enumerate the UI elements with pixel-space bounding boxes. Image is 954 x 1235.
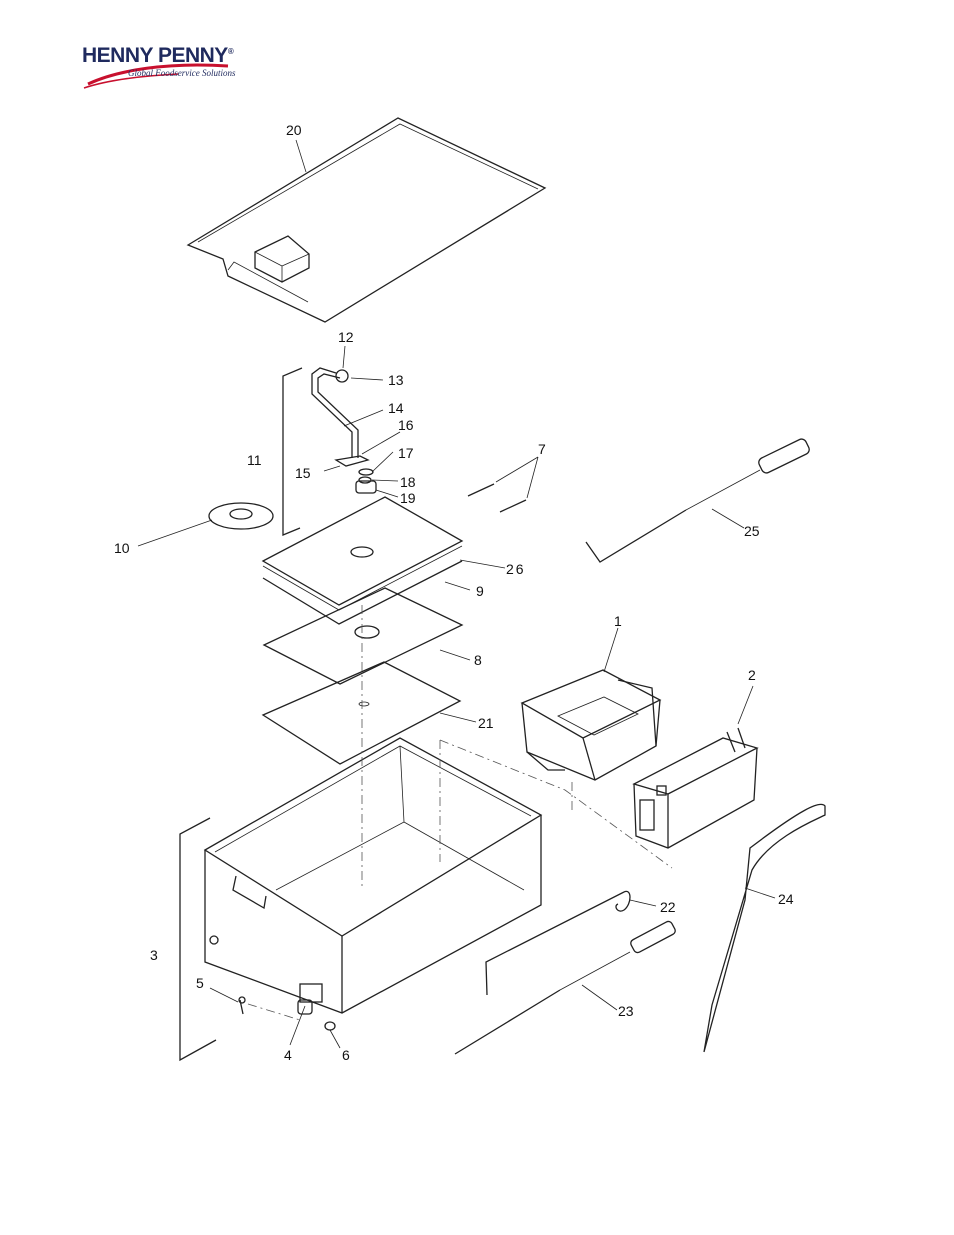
- part-14-tube-assembly: [312, 368, 376, 493]
- part-10-ring: [209, 503, 273, 529]
- callout-13: 13: [388, 372, 404, 388]
- part-3-filter-pan: [205, 738, 541, 1013]
- callout-10: 10: [114, 540, 130, 556]
- assembly-guide-lines: [248, 605, 672, 1020]
- part-2-crumb-catcher: [634, 728, 757, 848]
- part-23-brush: [455, 920, 677, 1054]
- callout-24: 24: [778, 891, 794, 907]
- callout-23: 23: [618, 1003, 634, 1019]
- callout-16: 16: [398, 417, 414, 433]
- callout-22: 22: [660, 899, 676, 915]
- part-26-9-plates: [263, 497, 462, 624]
- callout-18: 18: [400, 474, 416, 490]
- callout-5: 5: [196, 975, 204, 991]
- callout-7: 7: [538, 441, 546, 457]
- callout-12: 12: [338, 329, 354, 345]
- part-24-scraper: [704, 804, 825, 1052]
- callout-3: 3: [150, 947, 158, 963]
- part-21-filter-paper: [263, 662, 460, 764]
- callout-15: 15: [295, 465, 311, 481]
- part-22-hook-rod: [486, 891, 630, 995]
- callout-26: 26: [506, 561, 526, 577]
- callout-11: 11: [247, 452, 262, 468]
- part-8-screen: [264, 588, 462, 684]
- part-1-basket: [522, 670, 660, 780]
- callout-21: 21: [478, 715, 494, 731]
- bracket-11: [283, 368, 302, 535]
- callout-4: 4: [284, 1047, 292, 1063]
- callout-14: 14: [388, 400, 404, 416]
- part-20-cover: [188, 118, 545, 322]
- leader-lines: [138, 140, 775, 1048]
- callout-1: 1: [614, 613, 622, 629]
- callout-8: 8: [474, 652, 482, 668]
- callout-19: 19: [400, 490, 416, 506]
- part-7-pins: [468, 484, 526, 512]
- callout-9: 9: [476, 583, 484, 599]
- callout-20: 20: [286, 122, 302, 138]
- callout-25: 25: [744, 523, 760, 539]
- callout-6: 6: [342, 1047, 350, 1063]
- part-25-l-brush: [586, 437, 811, 562]
- callout-labels: 1 2 3 4 5 6 7 8 9 10 11 12 13 14 15 16 1…: [114, 122, 794, 1063]
- callout-17: 17: [398, 445, 414, 461]
- callout-2: 2: [748, 667, 756, 683]
